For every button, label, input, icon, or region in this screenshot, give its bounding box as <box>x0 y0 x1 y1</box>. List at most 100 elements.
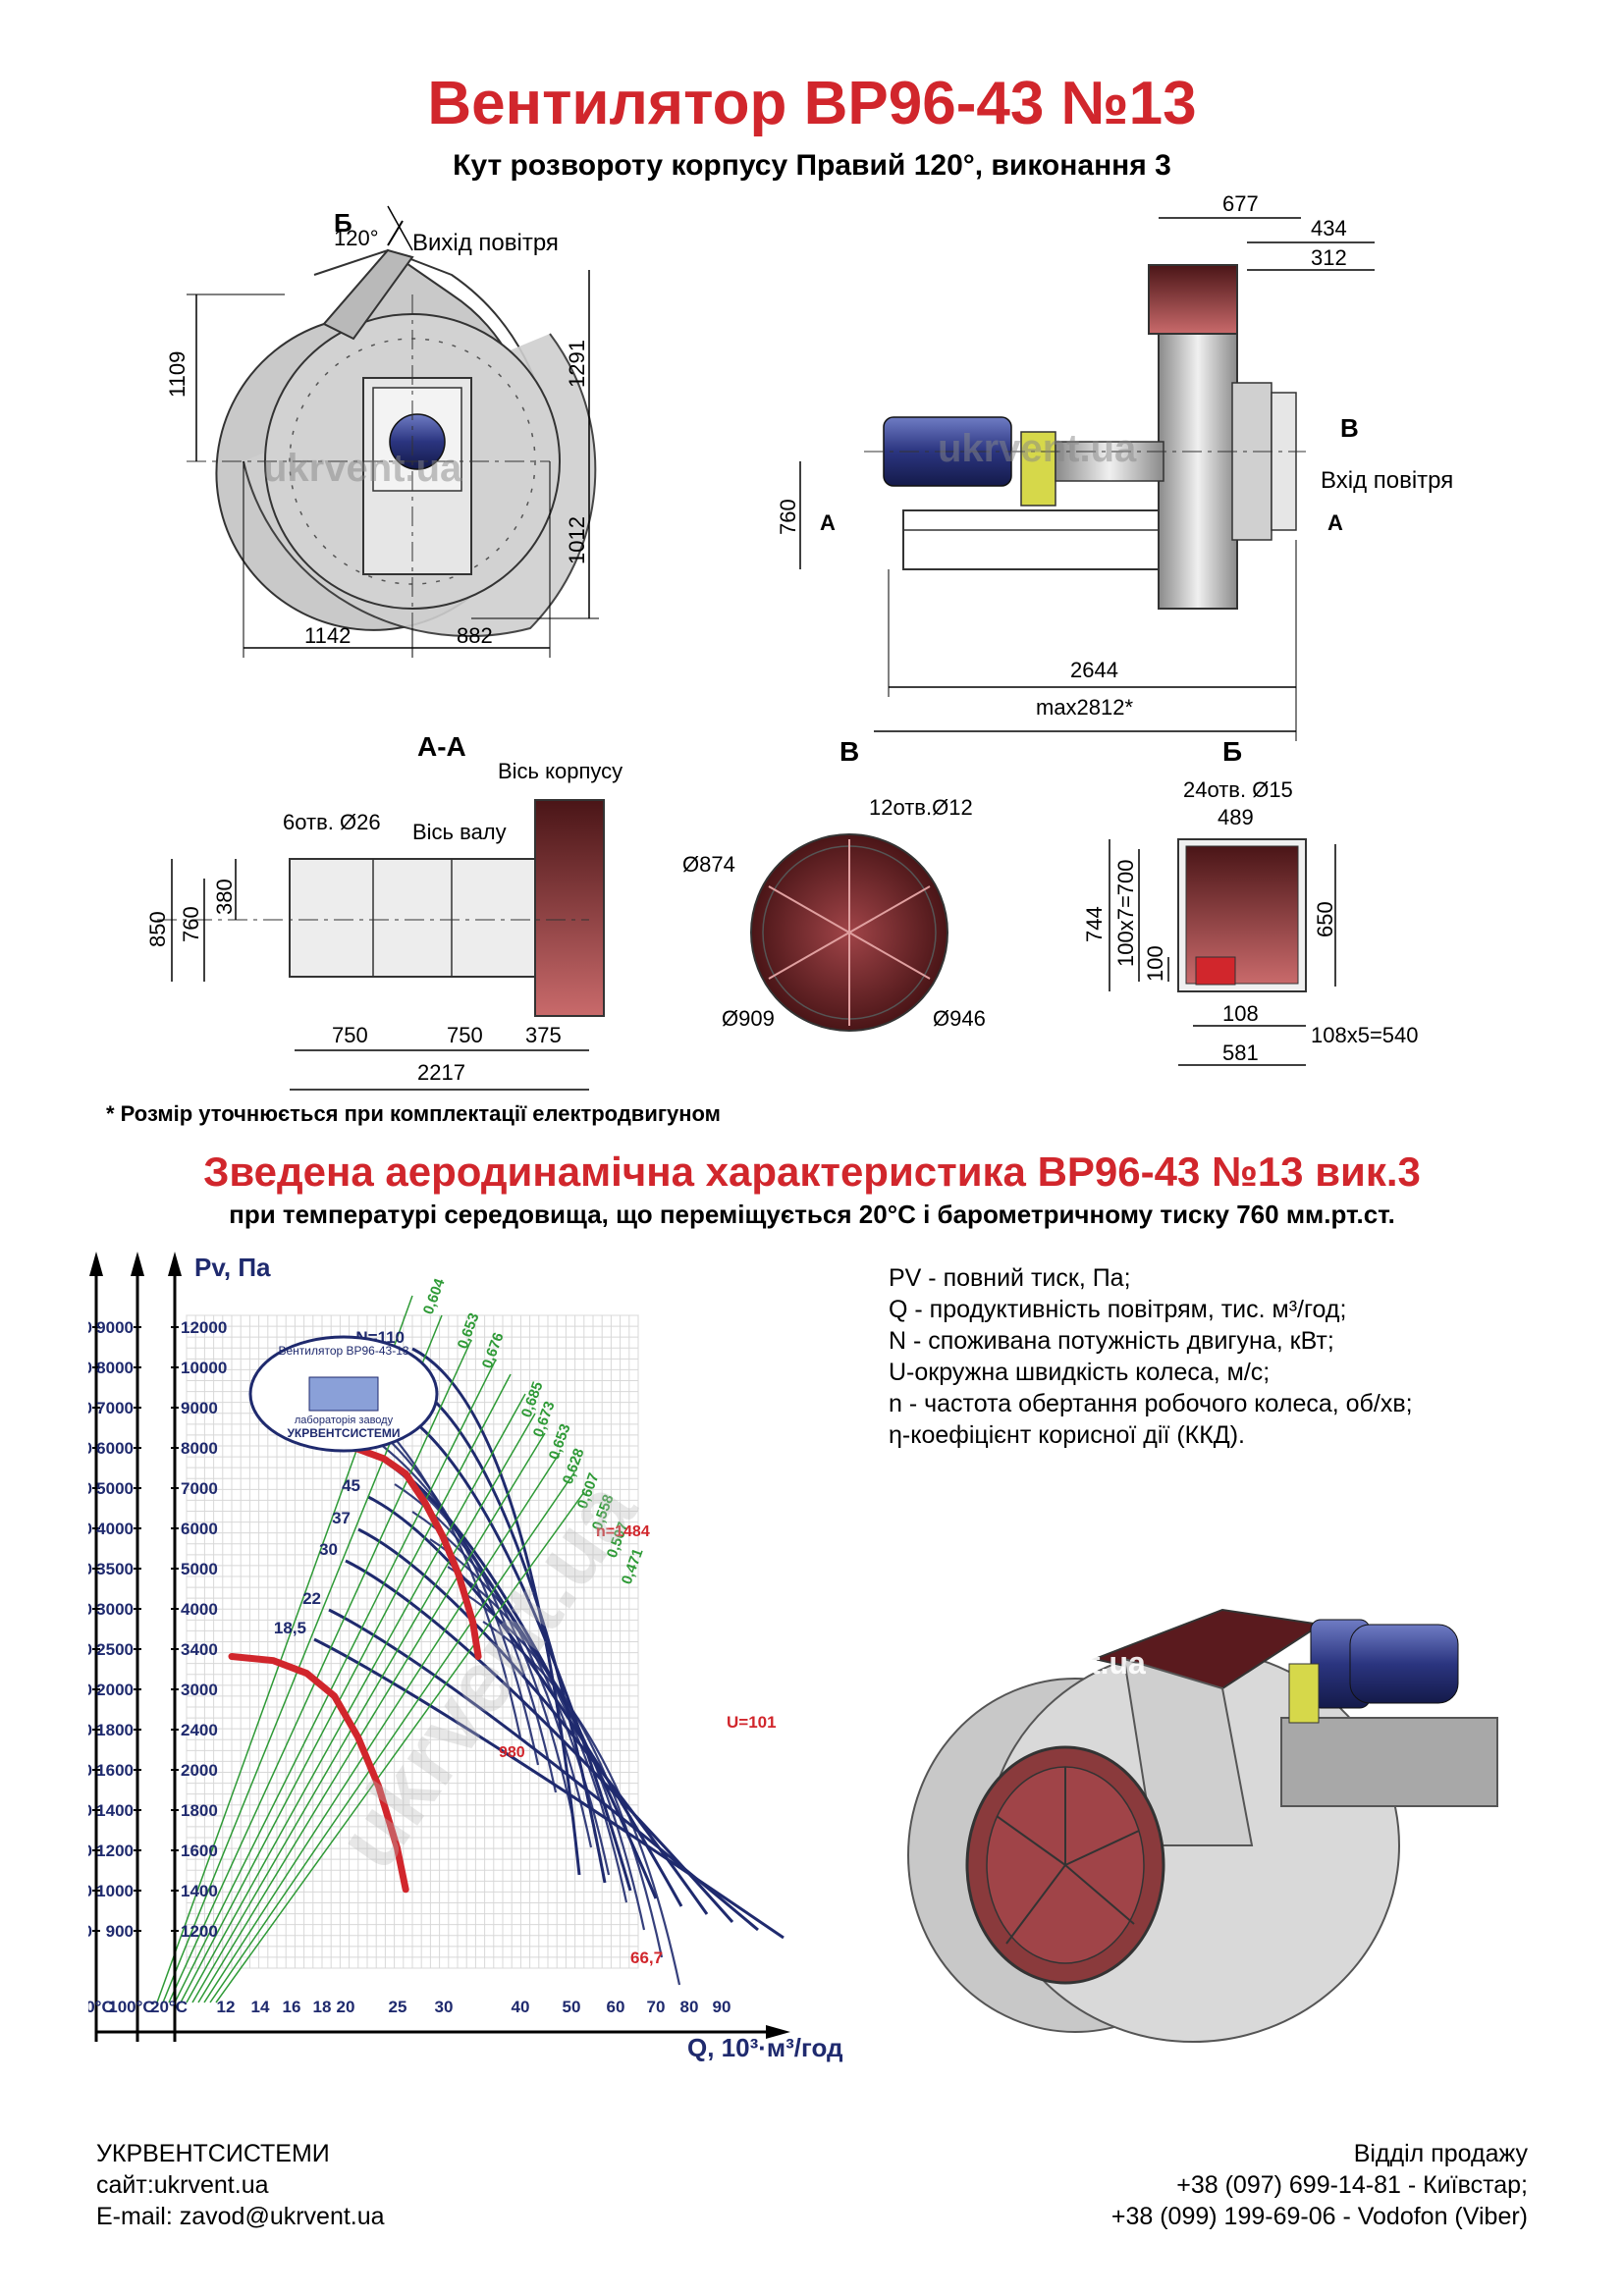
y-axis-label: Pv, Па <box>194 1253 271 1282</box>
speed-label: 980 <box>499 1744 525 1761</box>
fan-3d-render: ukrvent.ua <box>907 1608 1498 2043</box>
power-label: 45 <box>342 1476 360 1495</box>
legend-item: n - частота обертання робочого колеса, о… <box>889 1390 1413 1417</box>
footer-sales: Відділ продажу +38 (097) 699-14-81 - Киї… <box>1111 2138 1528 2232</box>
y-tick-label: 2500 <box>88 1560 92 1578</box>
efficiency-line <box>197 1432 546 2003</box>
dim-1012: 1012 <box>565 516 589 564</box>
aero-chart: 7000600050004000350030002500200018001600… <box>88 1252 843 2062</box>
view-b-title: Б <box>1222 736 1242 767</box>
power-curve <box>345 1559 734 1923</box>
dim-850: 850 <box>145 911 170 947</box>
dim-874: Ø874 <box>682 852 735 877</box>
temp-label: 200°С <box>88 1998 114 2016</box>
sales-title: Відділ продажу <box>1353 2140 1528 2167</box>
power-label: 18,5 <box>274 1619 306 1637</box>
y-tick-label: 5000 <box>181 1560 218 1578</box>
legend-item: η-коефіцієнт корисної дії (ККД). <box>889 1421 1245 1449</box>
y-tick-label: 3000 <box>96 1600 134 1619</box>
sales-phone-2[interactable]: +38 (099) 199-69-06 - Vodofon (Viber) <box>1110 2203 1528 2230</box>
power-label: 30 <box>319 1540 338 1559</box>
y-tick-label: 4000 <box>96 1520 134 1538</box>
x-tick-label: 90 <box>713 1998 731 2016</box>
y-tick-label: 1600 <box>96 1761 134 1780</box>
front-view: 120° Б Вихід повітря 1109 1291 1012 1142… <box>165 205 599 658</box>
company-email[interactable]: E-mail: zavod@ukrvent.ua <box>96 2203 385 2230</box>
page-title: Вентилятор ВР96-43 №13 <box>427 70 1197 137</box>
x-tick-label: 50 <box>563 1998 581 2016</box>
efficiency-line <box>168 1339 472 2003</box>
y-tick-label: 6000 <box>88 1359 92 1377</box>
y-tick-label: 1000 <box>88 1801 92 1820</box>
legend-item: N - споживана потужність двигуна, кВт; <box>889 1327 1334 1355</box>
shaft-axis-label: Вісь валу <box>412 820 507 844</box>
y-tick-label: 4000 <box>181 1600 218 1619</box>
y-tick-label: 6000 <box>96 1439 134 1458</box>
x-tick-label: 14 <box>251 1998 270 2016</box>
outlet-label: Вихід повітря <box>412 230 559 256</box>
footnote: * Розмір уточнюється при комплектації ел… <box>106 1101 721 1126</box>
y-tick-label: 1200 <box>96 1842 134 1860</box>
dim-100: 100 <box>1143 945 1167 982</box>
power-curve <box>328 1608 759 1932</box>
legend: PV - повний тиск, Па; Q - продуктивність… <box>889 1262 1413 1451</box>
y-tick-label: 3400 <box>181 1640 218 1659</box>
dim-434: 434 <box>1311 216 1347 240</box>
dim-1291: 1291 <box>565 340 589 388</box>
dim-100x7: 100x7=700 <box>1113 860 1138 968</box>
legend-item: U-окружна швидкість колеса, м/с; <box>889 1359 1271 1386</box>
inlet-label: Вхід повітря <box>1321 467 1453 494</box>
watermark: ukrvent.ua <box>263 447 462 490</box>
y-tick-label: 3000 <box>181 1681 218 1699</box>
temp-label: 100°С <box>108 1998 154 2016</box>
badge-line1: Вентилятор ВР96-43-13 <box>278 1344 408 1358</box>
company-site[interactable]: сайт:ukrvent.ua <box>96 2171 269 2199</box>
y-tick-label: 1600 <box>181 1842 218 1860</box>
section-v-label: В <box>1340 413 1359 443</box>
x-tick-label: 18 <box>313 1998 332 2016</box>
y-tick-label: 1400 <box>96 1801 134 1820</box>
lab-badge: Вентилятор ВР96-43-13 УКРВЕНТСИСТЕМИ лаб… <box>248 1335 439 1453</box>
y-tick-label: 2400 <box>181 1721 218 1739</box>
speed-curves <box>228 1442 482 1894</box>
dim-108: 108 <box>1222 1001 1259 1026</box>
temp-label: 20°С <box>150 1998 188 2016</box>
view-v-title: В <box>839 736 859 767</box>
y-tick-label: 5000 <box>96 1479 134 1498</box>
y-tick-label: 5000 <box>88 1399 92 1417</box>
y-tick-label: 2000 <box>96 1681 134 1699</box>
dim-380: 380 <box>212 879 237 915</box>
power-curve <box>313 1637 785 1940</box>
efficiency-lines <box>156 1295 585 2003</box>
render-watermark: ukrvent.ua <box>987 1645 1146 1681</box>
x-axis-label: Q, 10³·м³/год <box>687 2033 843 2062</box>
efficiency-line <box>215 1491 585 2003</box>
dim-1142: 1142 <box>304 623 351 648</box>
power-curve <box>411 1347 581 1876</box>
dim-750-b: 750 <box>447 1023 483 1047</box>
dim-650: 650 <box>1313 901 1337 937</box>
view-v: В 12отв.Ø12 Ø874 Ø909 Ø946 <box>682 736 986 1032</box>
speed-curve <box>331 1442 482 1660</box>
y-tick-label: 1800 <box>88 1640 92 1659</box>
power-curve <box>357 1527 709 1915</box>
legend-item: Q - продуктивність повітрям, тис. м³/год… <box>889 1296 1347 1323</box>
y-tick-label: 10000 <box>181 1359 227 1377</box>
sales-phone-1[interactable]: +38 (097) 699-14-81 - Київстар; <box>1176 2171 1528 2199</box>
dim-108x5: 108x5=540 <box>1311 1023 1419 1047</box>
efficiency-label: 0,604 <box>420 1276 449 1317</box>
page-subtitle: Кут розвороту корпусу Правий 120°, викон… <box>453 149 1171 182</box>
dim-581: 581 <box>1222 1041 1259 1065</box>
chart-labels: 7000600050004000350030002500200018001600… <box>88 1276 777 2016</box>
y-tick-label: 1800 <box>96 1721 134 1739</box>
efficiency-line <box>186 1393 526 2003</box>
speed-label: n=1484 <box>596 1523 650 1540</box>
y-tick-label: 7000 <box>88 1318 92 1337</box>
side-view: 677 434 312 760 2644 max2812* В Вхід пов… <box>776 191 1453 741</box>
dim-750-a: 750 <box>332 1023 368 1047</box>
dim-882: 882 <box>457 623 493 648</box>
aero-subtitle: при температурі середовища, що переміщує… <box>229 1200 1395 1229</box>
y-tick-label: 7000 <box>181 1479 218 1498</box>
y-tick-label: 2000 <box>88 1600 92 1619</box>
dim-2644: 2644 <box>1070 658 1118 682</box>
